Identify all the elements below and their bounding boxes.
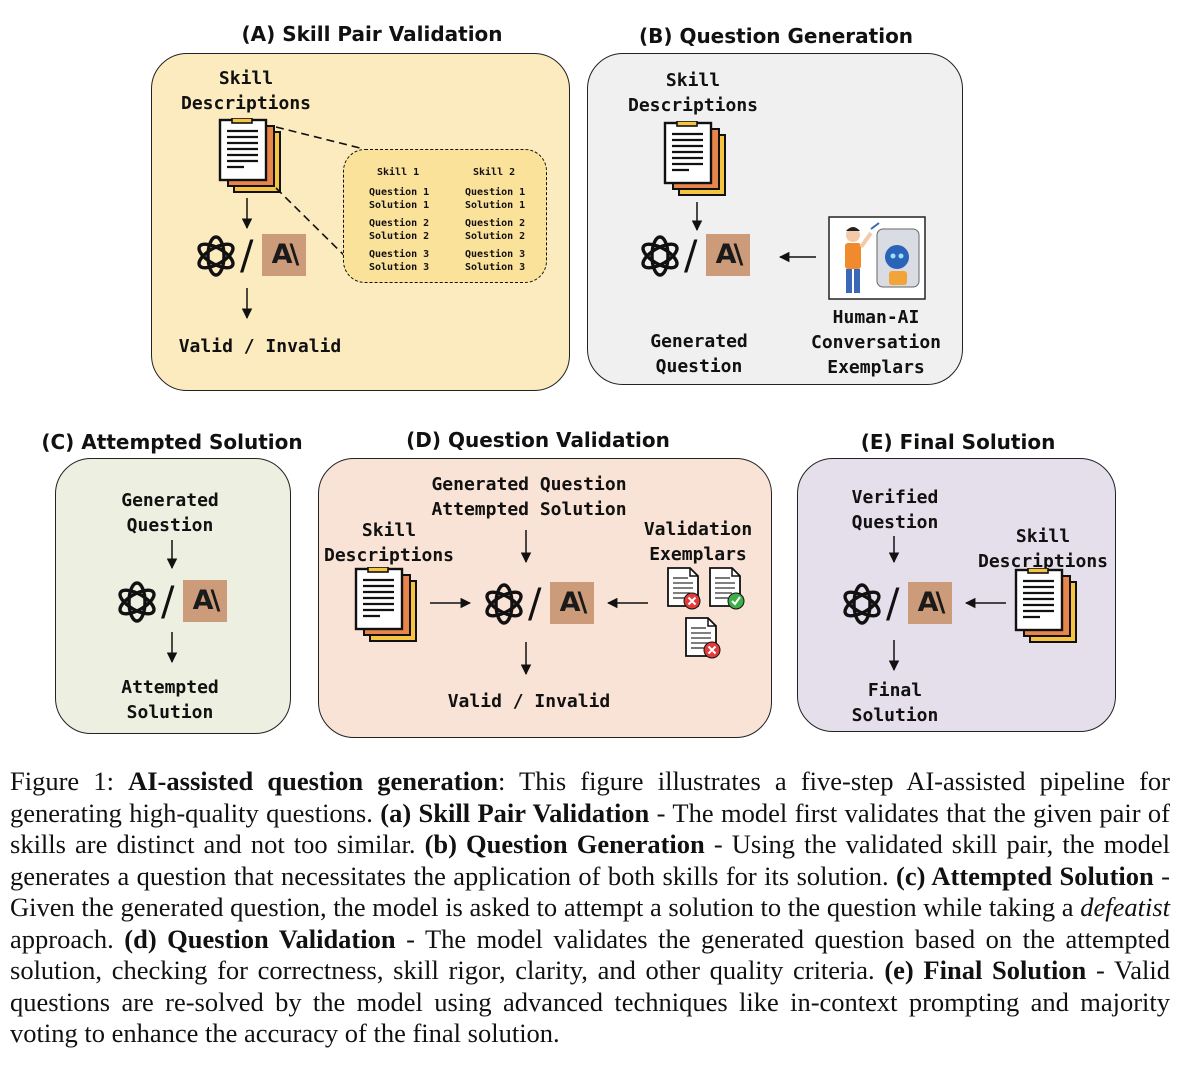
anthropic-logo-icon: A\	[706, 234, 750, 276]
arrow-down	[241, 198, 253, 230]
model-separator: /	[161, 579, 175, 625]
anthropic-logo-icon: A\	[262, 234, 306, 276]
model-separator: /	[240, 233, 254, 279]
anthropic-logo-icon: A\	[183, 580, 227, 622]
panel-e-title: (E) Final Solution	[860, 430, 1056, 454]
callout-skill2-s3: Solution 3	[465, 262, 526, 273]
arrow-down	[241, 288, 253, 320]
document-stack-icon	[1014, 568, 1078, 644]
figure-caption: Figure 1: AI-assisted question generatio…	[10, 766, 1171, 1048]
panel-c-title: (C) Attempted Solution	[41, 430, 303, 454]
human-ai-illustration	[828, 216, 926, 300]
callout-skill2-s1: Solution 1	[465, 200, 526, 211]
document-stack-icon	[663, 121, 727, 197]
callout-skill1-q2: Question 2	[369, 218, 430, 229]
model-separator: /	[528, 581, 542, 627]
panel-a-title: (A) Skill Pair Validation	[241, 22, 503, 46]
arrow-down	[691, 202, 703, 232]
model-separator: /	[886, 581, 900, 627]
panel-d-title: (D) Question Validation	[406, 428, 670, 452]
arrow-down	[166, 540, 178, 570]
arrow-down	[888, 640, 900, 672]
arrow-left	[964, 597, 1006, 609]
callout-skill1-s2: Solution 2	[369, 231, 430, 242]
panel-a-output: Valid / Invalid	[178, 336, 342, 357]
callout-skill2-q2: Question 2	[465, 218, 526, 229]
openai-logo-icon	[115, 581, 159, 623]
callout-skill2-q1: Question 1	[465, 187, 526, 198]
openai-logo-icon	[840, 583, 884, 625]
openai-logo-icon	[482, 583, 526, 625]
anthropic-logo-icon: A\	[550, 582, 594, 624]
skill-pair-callout	[343, 149, 547, 283]
openai-logo-icon	[194, 235, 238, 277]
anthropic-logo-icon: A\	[908, 582, 952, 624]
callout-skill2-s2: Solution 2	[465, 231, 526, 242]
arrow-down	[520, 642, 532, 676]
callout-skill1-s1: Solution 1	[369, 200, 430, 211]
arrow-down	[888, 536, 900, 564]
callout-skill2-q3: Question 3	[465, 249, 526, 260]
arrow-left	[778, 251, 816, 263]
callout-skill2-header: Skill 2	[473, 167, 516, 178]
callout-skill1-q3: Question 3	[369, 249, 430, 260]
callout-skill1-s3: Solution 3	[369, 262, 430, 273]
arrow-left	[606, 597, 648, 609]
panel-c	[55, 458, 291, 734]
callout-skill1-header: Skill 1	[377, 167, 420, 178]
arrow-right	[430, 597, 472, 609]
model-separator: /	[684, 233, 698, 279]
arrow-down	[520, 530, 532, 564]
panel-b-title: (B) Question Generation	[638, 24, 914, 48]
callout-connector	[275, 126, 365, 276]
openai-logo-icon	[638, 235, 682, 277]
document-stack-icon	[354, 567, 418, 643]
callout-skill1-q1: Question 1	[369, 187, 430, 198]
panel-d-output: Valid / Invalid	[447, 691, 611, 712]
arrow-down	[166, 632, 178, 664]
validation-exemplars-icon	[667, 567, 745, 659]
